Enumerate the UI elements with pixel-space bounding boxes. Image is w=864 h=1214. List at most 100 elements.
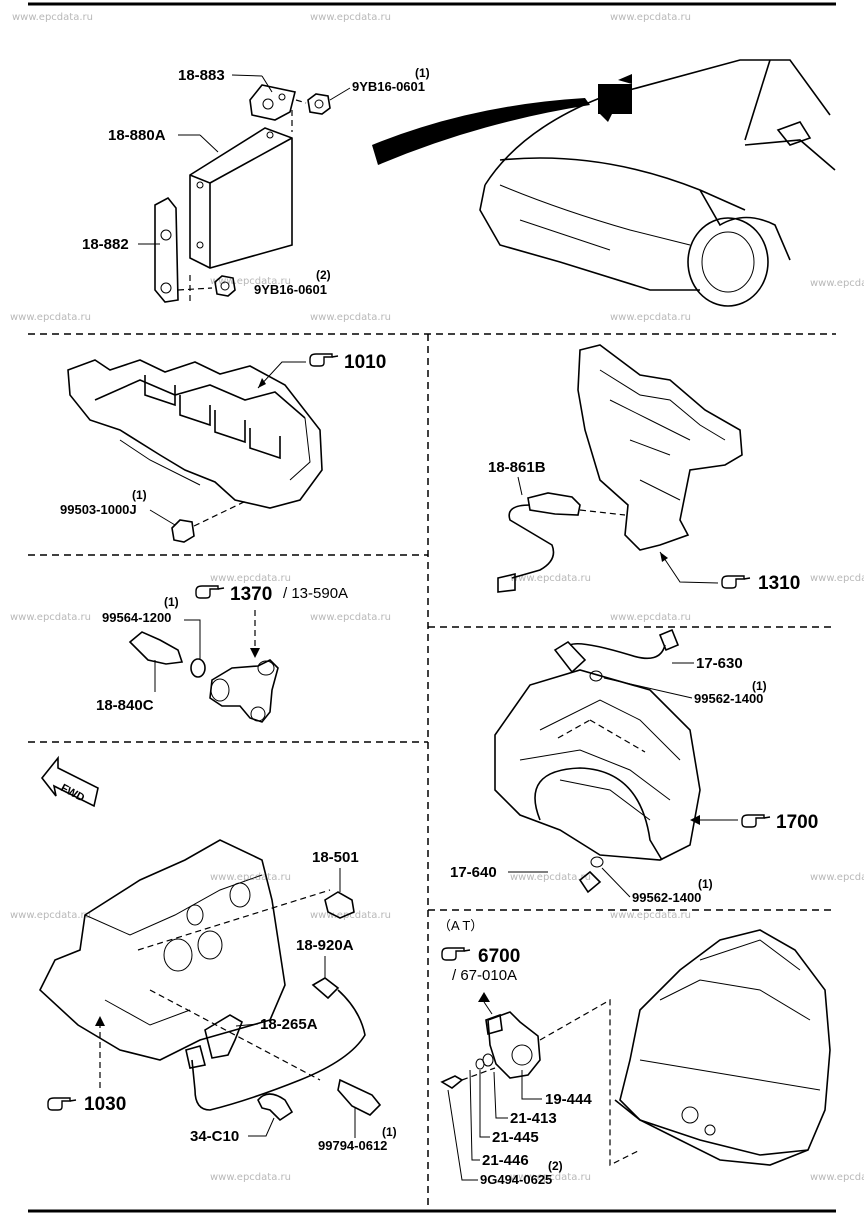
leader-line: [231, 74, 263, 77]
part-label-17-640[interactable]: 17-640: [450, 864, 497, 881]
leader-line: [479, 1070, 490, 1138]
part-label-21-413[interactable]: 21-413: [510, 1110, 557, 1127]
part-label-99562-1400-a[interactable]: 99562-1400: [694, 691, 763, 706]
qty-label: (1): [382, 1125, 397, 1139]
intake-manifold-section: 18-861B 1310: [488, 344, 800, 594]
bracket-18-883-drawing: [249, 84, 296, 121]
part-label-21-445[interactable]: 21-445: [492, 1129, 539, 1146]
part-label-19-444[interactable]: 19-444: [545, 1091, 592, 1108]
bracket-18-265A-drawing: [204, 1014, 243, 1059]
pointing-hand-icon: [309, 353, 339, 367]
part-label-99503-1000J[interactable]: 99503-1000J: [60, 502, 137, 517]
watermark: www.epcdata.ru: [210, 1172, 291, 1183]
watermark: www.epcdata.ru: [210, 872, 291, 883]
watermark: www.epcdata.ru: [310, 612, 391, 623]
qty-label: (2): [548, 1159, 563, 1173]
watermark: www.epcdata.ru: [210, 573, 291, 584]
pointing-hand-icon: [47, 1097, 77, 1111]
part-label-99564-1200[interactable]: 99564-1200: [102, 610, 171, 625]
ref-label-1030[interactable]: 1030: [84, 1094, 126, 1115]
pointing-hand-icon: [195, 585, 225, 599]
oil-pressure-switch-drawing: [324, 891, 355, 919]
at-switch-section: （A T） 6700 / 67-010A 19-444 21-413: [438, 918, 831, 1187]
at-label: （A T）: [438, 918, 483, 933]
cylinder-head-drawing: [67, 359, 323, 543]
leader-line: [235, 1023, 259, 1027]
part-label-18-861B[interactable]: 18-861B: [488, 459, 546, 476]
leader-line: [601, 867, 631, 898]
leader-line: [659, 551, 719, 584]
leader-line: [257, 361, 306, 389]
ref-label-6700[interactable]: 6700: [478, 946, 520, 967]
clip-34-C10-drawing: [257, 1093, 294, 1122]
part-label-18-840C[interactable]: 18-840C: [96, 697, 154, 714]
watermark: www.epcdata.ru: [510, 872, 591, 883]
part-label-34-C10[interactable]: 34-C10: [190, 1128, 239, 1145]
part-label-9G494-0625[interactable]: 9G494-0625: [480, 1172, 552, 1187]
arrow-head: [258, 378, 266, 388]
knock-sensor-harness-drawing: [185, 977, 366, 1111]
transaxle-drawing: [494, 669, 701, 861]
bracket-18-882-drawing: [154, 196, 179, 303]
engine-block-drawing: [39, 839, 331, 1081]
leader-line: [329, 87, 351, 101]
part-label-18-265A[interactable]: 18-265A: [260, 1016, 318, 1033]
watermark: www.epcdata.ru: [810, 1172, 864, 1183]
watermark: www.epcdata.ru: [810, 872, 864, 883]
oxygen-sensor-drawing: [497, 492, 626, 593]
pointing-hand-icon: [721, 575, 751, 589]
location-arrow: [372, 98, 590, 165]
watermark: www.epcdata.ru: [810, 573, 864, 584]
automatic-transaxle-drawing: [614, 929, 831, 1166]
arrow-head: [690, 815, 700, 825]
nut-2-drawing: [177, 275, 236, 302]
part-label-18-920A[interactable]: 18-920A: [296, 937, 354, 954]
part-label-9YB16-0601-b[interactable]: 9YB16-0601: [254, 282, 327, 297]
arrow-head: [478, 992, 490, 1002]
part-label-9YB16-0601-a[interactable]: 9YB16-0601: [352, 79, 425, 94]
bolt-99794-drawing: [337, 1078, 382, 1116]
ref-label-1370[interactable]: 1370: [230, 584, 272, 605]
part-label-18-883[interactable]: 18-883: [178, 67, 225, 84]
watermark: www.epcdata.ru: [12, 12, 93, 23]
inhibitor-switch-drawing: [440, 998, 641, 1166]
arrow-head: [660, 552, 668, 562]
watermark: www.epcdata.ru: [310, 312, 391, 323]
qty-label: (1): [698, 877, 713, 891]
part-label-99562-1400-b[interactable]: 99562-1400: [632, 890, 701, 905]
part-label-99794-0612[interactable]: 99794-0612: [318, 1138, 387, 1153]
temp-sensor-drawing: [128, 631, 206, 678]
qty-label: (1): [164, 595, 179, 609]
watermark: www.epcdata.ru: [810, 278, 864, 289]
ref-label-1310[interactable]: 1310: [758, 573, 800, 594]
qty-label: (1): [415, 66, 430, 80]
watermark: www.epcdata.ru: [210, 276, 291, 287]
watermark: www.epcdata.ru: [610, 910, 691, 921]
ref-label-1010[interactable]: 1010: [344, 352, 386, 373]
ecu-section: 18-883 (1) 9YB16-0601 18-880A 18-882 (2)…: [82, 59, 836, 307]
part-label-21-446[interactable]: 21-446: [482, 1152, 529, 1169]
part-label-18-882[interactable]: 18-882: [82, 236, 129, 253]
watermark: www.epcdata.ru: [10, 312, 91, 323]
leader-line: [261, 75, 273, 93]
part-label-18-880A[interactable]: 18-880A: [108, 127, 166, 144]
arrow-head: [95, 1016, 105, 1026]
fwd-arrow: FWD: [40, 755, 99, 808]
leader-line: [199, 134, 219, 153]
transmission-section: 17-630 (1) 99562-1400 1700 17-640 (1) 99…: [450, 628, 818, 905]
qty-label: (2): [316, 268, 331, 282]
ref-sub-label: / 67-010A: [452, 967, 517, 984]
part-label-18-501[interactable]: 18-501: [312, 849, 359, 866]
watermark: www.epcdata.ru: [510, 573, 591, 584]
speed-sensor-harness-drawing: [553, 628, 680, 894]
qty-label: (1): [132, 488, 147, 502]
cylinder-head-section: 1010 (1) 99503-1000J: [60, 352, 386, 543]
temp-sensor-section: 1370 / 13-590A (1) 99564-1200 18-840C: [96, 584, 348, 723]
leader-line: [149, 509, 176, 526]
pointing-hand-icon: [441, 947, 471, 961]
ref-label-1700[interactable]: 1700: [776, 812, 818, 833]
part-label-17-630[interactable]: 17-630: [696, 655, 743, 672]
pointing-hand-icon: [741, 814, 771, 828]
nut-1-drawing: [291, 93, 331, 132]
